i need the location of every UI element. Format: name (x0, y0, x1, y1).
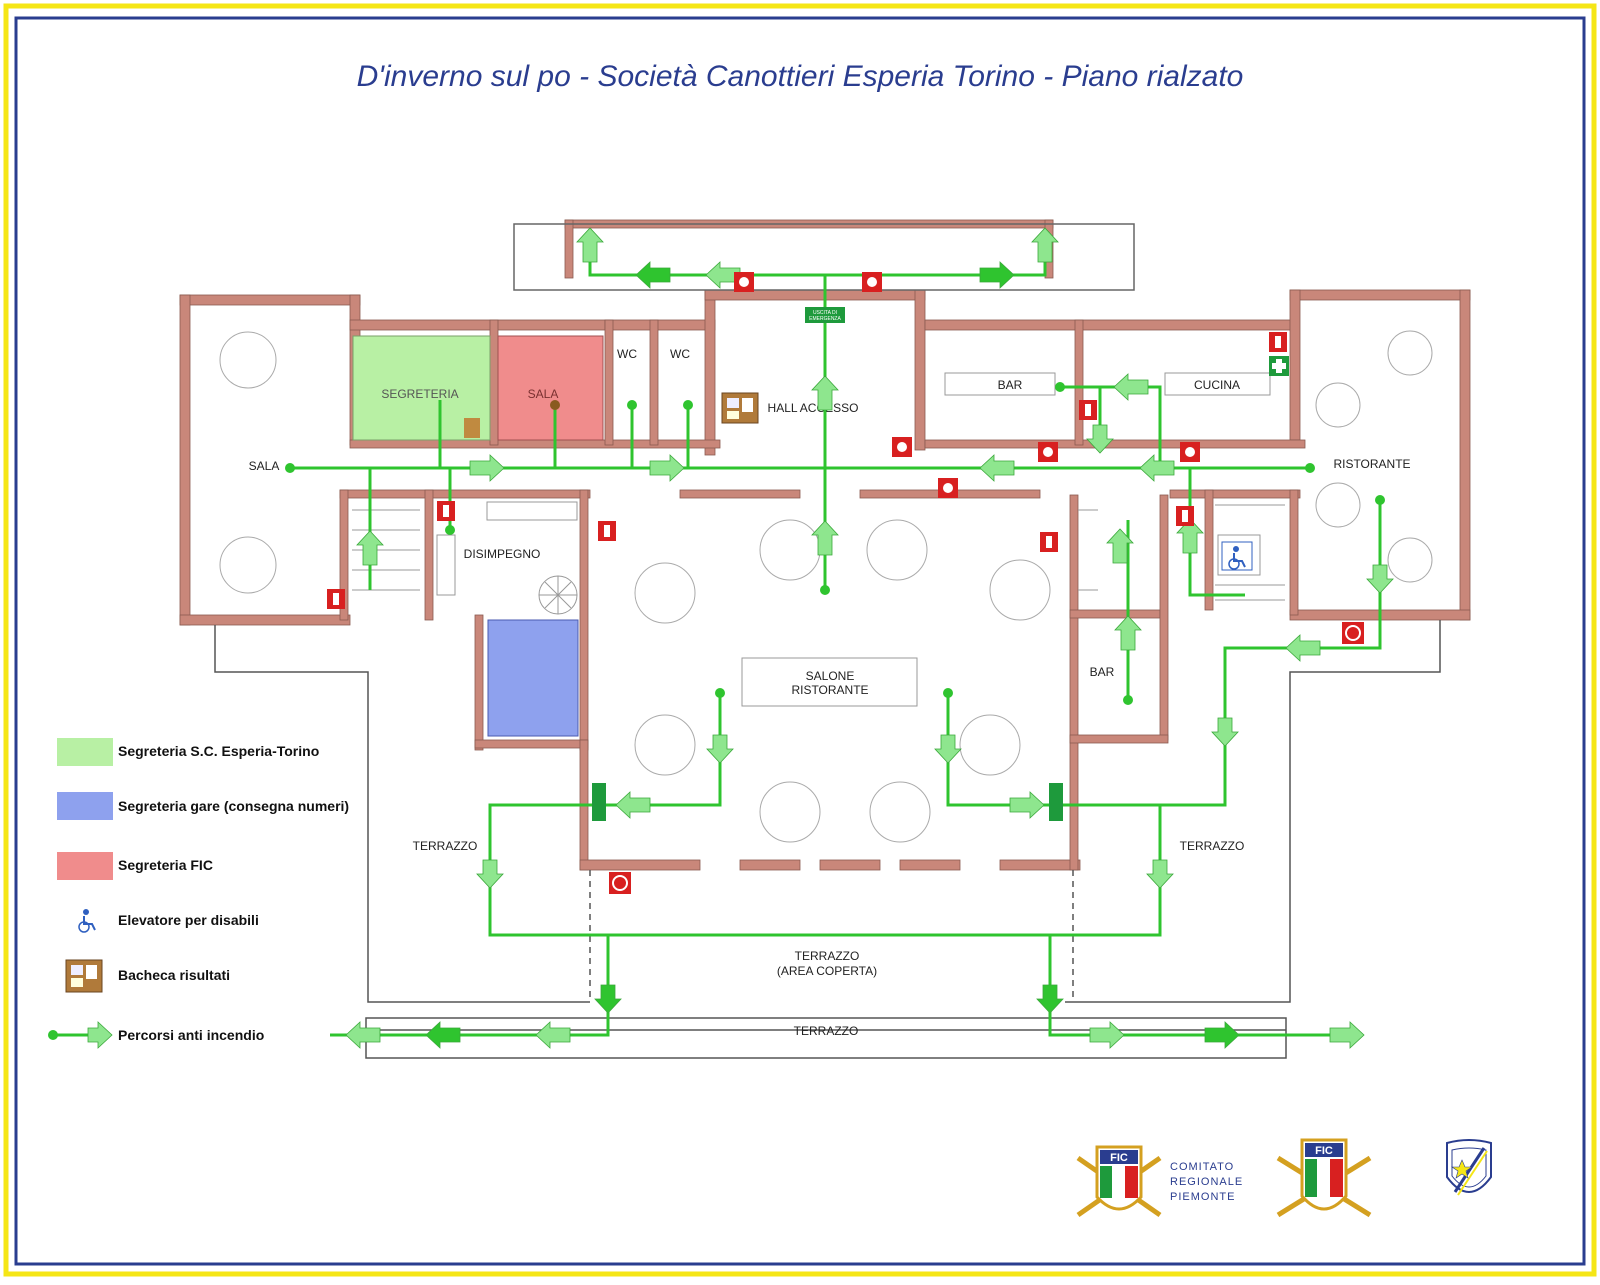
legend-noticeboard-icon (65, 959, 103, 993)
route-dots (285, 382, 1385, 705)
label-terrazzo-right: TERRAZZO (1180, 839, 1245, 853)
label-salone-2: RISTORANTE (791, 683, 868, 697)
exit-sign-top: USCITA DI EMERGENZA (805, 307, 845, 323)
fire-alarm-icon (892, 437, 912, 457)
label-cucina: CUCINA (1194, 378, 1240, 392)
label-ristorante: RISTORANTE (1333, 457, 1410, 471)
furniture (352, 372, 1285, 707)
label-terrazzo-bottom: TERRAZZO (794, 1024, 859, 1038)
room-labels: SALA SEGRETERIA SALA WC WC HALL ACCESSO … (249, 347, 1411, 1038)
fire-hose-icon (1342, 622, 1364, 644)
label-segreteria: SEGRETERIA (381, 387, 458, 401)
label-bar-right: BAR (1090, 665, 1115, 679)
legend-swatch-gare (57, 792, 113, 820)
fire-alarm-icon (938, 478, 958, 498)
legend-wheelchair-icon (78, 909, 96, 933)
outer-frame (3, 3, 1597, 1277)
legend-swatch-esperia (57, 738, 113, 766)
exit-sign-top-line1: USCITA DI (813, 310, 837, 316)
exit-sign-right (1049, 783, 1063, 821)
logo-comitato-line2: REGIONALE (1170, 1176, 1243, 1188)
fire-extinguisher-icon (327, 589, 345, 609)
label-salone-1: SALONE (806, 669, 855, 683)
label-disimpegno: DISIMPEGNO (464, 547, 541, 561)
logo-comitato-line1: COMITATO (1170, 1161, 1234, 1173)
logo-comitato-line3: PIEMONTE (1170, 1191, 1235, 1203)
exit-sign-top-line2: EMERGENZA (809, 316, 841, 322)
label-wc-2: WC (670, 347, 690, 361)
fire-alarm-icon (862, 272, 882, 292)
safety-signs (327, 272, 1364, 894)
legend-label-elevatore: Elevatore per disabili (118, 912, 259, 928)
fire-extinguisher-icon (1176, 506, 1194, 526)
inner-frame (14, 16, 1586, 1266)
building-walls (179, 219, 1471, 871)
tables (219, 330, 1433, 843)
shutoff-icon (464, 418, 480, 438)
fire-alarm-icon (734, 272, 754, 292)
noticeboard-icon (721, 392, 759, 424)
segreteria-gare-room[interactable] (487, 619, 579, 737)
fire-alarm-icon (1180, 442, 1200, 462)
fire-alarm-icon (1038, 442, 1058, 462)
legend-label-percorsi: Percorsi anti incendio (118, 1027, 264, 1043)
legend-swatch-fic (57, 852, 113, 880)
logo-fic-text-1: FIC (1110, 1152, 1128, 1164)
label-sala-left: SALA (249, 459, 280, 473)
label-bar-top: BAR (998, 378, 1023, 392)
legend-label-esperia: Segreteria S.C. Esperia-Torino (118, 743, 319, 759)
logo-comitato-regionale: FIC COMITATO REGIONALE PIEMONTE (1076, 1145, 1243, 1218)
route-arrows (345, 227, 1394, 1049)
wheelchair-icon (1221, 541, 1253, 571)
legend-label-gare: Segreteria gare (consegna numeri) (118, 798, 349, 814)
legend-label-bacheca: Bacheca risultati (118, 967, 230, 983)
segreteria-fic-room[interactable] (497, 335, 604, 441)
logo-fic-text-2: FIC (1315, 1145, 1333, 1157)
legend: Segreteria S.C. Esperia-Torino Segreteri… (48, 738, 349, 1049)
page-title: D'inverno sul po - Società Canottieri Es… (357, 60, 1244, 93)
label-terrazzo-covered-2: (AREA COPERTA) (777, 964, 877, 978)
fire-extinguisher-icon (1269, 332, 1287, 352)
label-hall-accesso: HALL ACCESSO (768, 401, 859, 415)
fire-hose-icon (609, 872, 631, 894)
label-sala-fic: SALA (528, 387, 559, 401)
logo-esperia (1446, 1139, 1492, 1196)
fire-extinguisher-icon (1040, 532, 1058, 552)
legend-label-fic: Segreteria FIC (118, 857, 213, 873)
exit-sign-left (592, 783, 606, 821)
fire-extinguisher-icon (598, 521, 616, 541)
label-wc-1: WC (617, 347, 637, 361)
legend-route-arrow-icon (48, 1021, 113, 1049)
label-terrazzo-left: TERRAZZO (413, 839, 478, 853)
label-terrazzo-covered-1: TERRAZZO (795, 949, 860, 963)
fire-extinguisher-icon (437, 501, 455, 521)
fire-extinguisher-icon (1079, 400, 1097, 420)
logo-fic: FIC (1276, 1138, 1372, 1218)
first-aid-icon (1269, 356, 1289, 376)
